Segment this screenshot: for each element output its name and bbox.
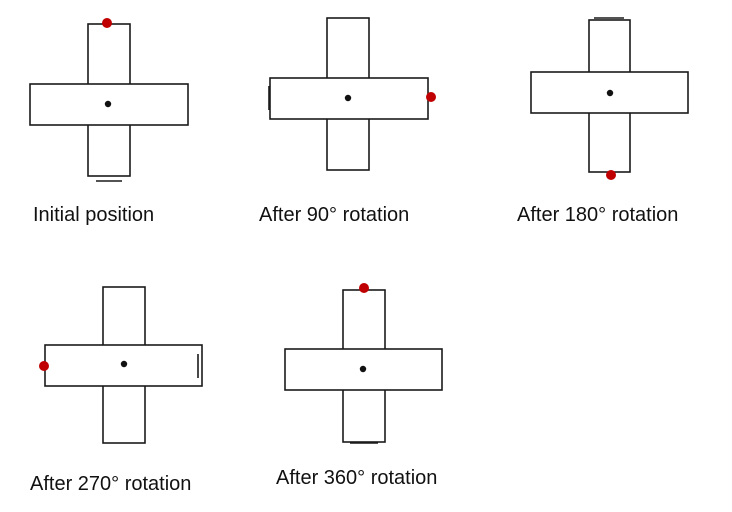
caption-270: After 270° rotation	[30, 473, 191, 495]
caption-initial: Initial position	[33, 204, 154, 226]
center-pivot-dot	[606, 89, 614, 97]
panel-180: After 180° rotation	[517, 17, 689, 226]
caption-90: After 90° rotation	[259, 204, 409, 226]
panel-270: After 270° rotation	[30, 286, 203, 495]
panel-initial: Initial position	[29, 18, 189, 226]
center-pivot-dot	[120, 360, 128, 368]
center-pivot-dot	[359, 365, 367, 373]
center-pivot-dot	[344, 94, 352, 102]
red-reference-marker	[426, 92, 436, 102]
panel-360: After 360° rotation	[276, 283, 443, 489]
caption-180: After 180° rotation	[517, 204, 678, 226]
center-pivot-dot	[104, 100, 112, 108]
caption-360: After 360° rotation	[276, 467, 437, 489]
red-reference-marker	[39, 361, 49, 371]
red-reference-marker	[606, 170, 616, 180]
red-reference-marker	[102, 18, 112, 28]
panel-90: After 90° rotation	[259, 17, 436, 226]
red-reference-marker	[359, 283, 369, 293]
